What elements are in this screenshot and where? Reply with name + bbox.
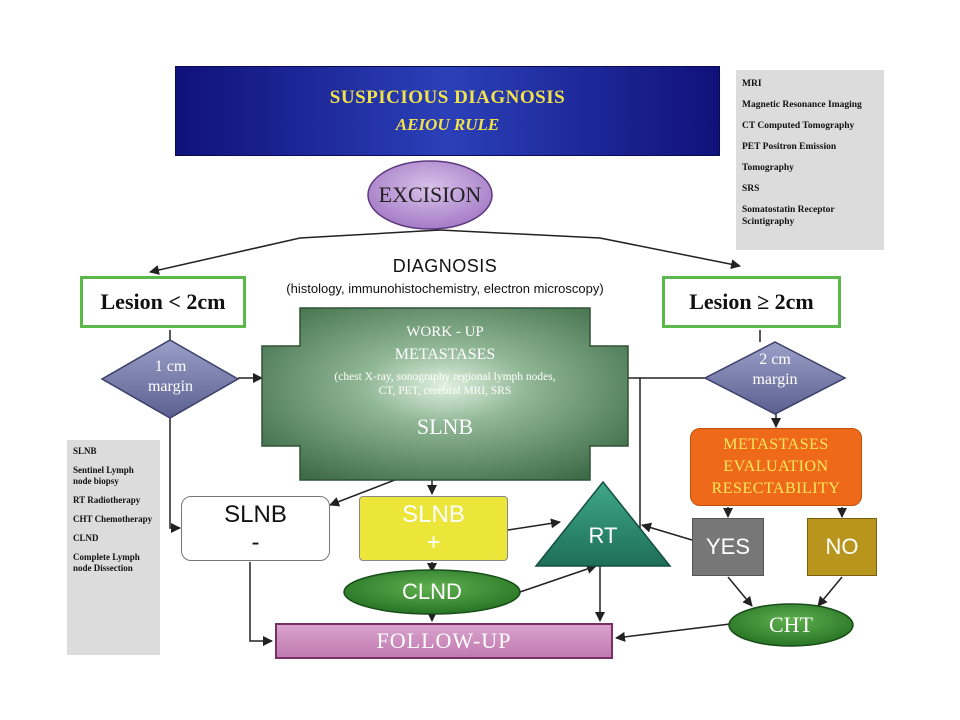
legend-left-item: CHT Chemotherapy [73,514,153,524]
margin-right-label: 2 cm margin [705,344,845,396]
cht-node [728,603,854,647]
slnb-neg-sign: - [251,528,260,556]
legend-left: SLNB Sentinel Lymph node biopsy RT Radio… [67,440,160,655]
legend-left-item: SLNB [73,446,97,456]
legend-left-item: Sentinel Lymph node biopsy [73,465,134,486]
clnd-node [343,569,521,615]
legend-top-item: SRS [742,184,760,194]
arrow-yes-to-cht [727,576,753,607]
clnd-label: CLND [402,579,462,604]
arrow-excision-to-lesion-right [439,229,741,270]
workup-line2: METASTASES [394,346,496,363]
legend-top: MRI Magnetic Resonance Imaging CT Comput… [736,70,884,250]
margin-left-label: 1 cm margin [103,352,238,402]
legend-top-item: Magnetic Resonance Imaging [742,100,862,110]
arrow-cht-to-followup [615,623,731,642]
margin-left-node [100,339,240,419]
rt-node [534,480,672,567]
legend-top-item: PET Positron Emission [742,142,837,152]
workup-line5: SLNB [416,414,474,439]
slnb-neg-label: SLNB [224,500,287,528]
margin-right-node [703,341,847,415]
cht-label: CHT [769,612,813,637]
lesion-left-box: Lesion < 2cm [80,276,246,328]
title-sub: AEIOU RULE [395,115,500,134]
metastases-line2: EVALUATION [723,458,829,475]
title-main: SUSPICIOUS DIAGNOSIS [329,87,566,108]
diagnosis-title: DIAGNOSIS [392,256,498,276]
follow-up-box: FOLLOW-UP [275,623,613,659]
lesion-right-box: Lesion ≥ 2cm [662,276,841,328]
metastases-line1: METASTASES [723,436,829,453]
workup-line1: WORK - UP [406,324,484,340]
excision-label: EXCISION [378,182,482,207]
yes-box: YES [692,518,764,576]
arrow-slnb-pos-to-rt [507,518,561,531]
workup-node [261,307,629,481]
no-box: NO [807,518,877,576]
legend-top-item: Somatostatin Receptor Scintigraphy [742,205,835,227]
arrow-slnb-neg-to-followup [249,562,273,646]
slnb-negative-box: SLNB - [181,496,330,561]
metastases-line3: RESECTABILITY [711,480,841,497]
margin-right-line1: 2 cm [759,351,791,368]
legend-top-item: CT Computed Tomography [742,121,855,131]
legend-left-item: Complete Lymph node Dissection [73,552,140,573]
excision-node [367,160,493,230]
slnb-pos-label: SLNB [402,500,465,528]
legend-left-item: RT Radiotherapy [73,495,141,505]
rt-label: RT [588,523,618,548]
arrow-workup-to-slnb-neg [329,477,401,507]
slnb-pos-sign: + [426,528,441,556]
margin-right-line2: margin [752,371,798,388]
legend-top-item: MRI [742,79,762,89]
arrow-no-to-cht [817,576,843,607]
title-banner: SUSPICIOUS DIAGNOSIS AEIOU RULE [175,66,720,156]
margin-left-line2: margin [147,378,194,395]
arrow-clnd-to-rt [519,564,597,593]
workup-line3: (chest X-ray, sonography regional lymph … [334,371,556,383]
workup-line4: CT, PET, cerebral MRI, SRS [378,385,512,397]
legend-top-item: Tomography [742,163,794,173]
workup-details: (chest X-ray, sonography regional lymph … [270,370,620,398]
slnb-positive-box: SLNB + [359,496,508,561]
arrow-yes-to-rt [641,522,693,541]
arrow-margin-left-to-slnb-neg [169,418,181,533]
margin-left-line1: 1 cm [154,358,187,375]
legend-left-item: CLND [73,533,99,543]
metastases-evaluation-box: METASTASES EVALUATION RESECTABILITY [690,428,862,506]
diagnosis-subtitle: (histology, immunohistochemistry, electr… [286,281,604,296]
arrow-excision-to-lesion-left [149,229,441,275]
